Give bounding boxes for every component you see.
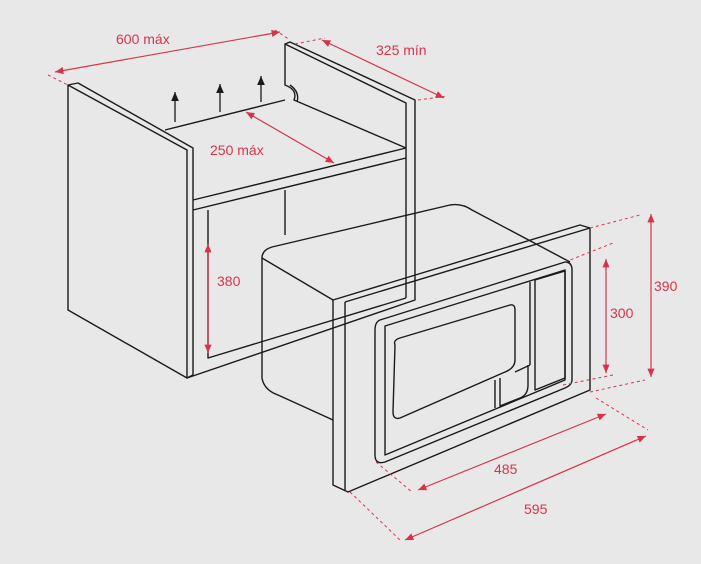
vent-depth-label: 250 máx	[210, 142, 264, 158]
frame-height-label: 390	[654, 278, 678, 294]
body-height-label: 300	[610, 305, 634, 321]
dimension-lines	[47, 29, 655, 541]
opening-height-label: 380	[217, 273, 241, 289]
cabinet-outline	[67, 41, 416, 379]
ventilation-arrows	[171, 76, 265, 122]
microwave-outline	[261, 203, 591, 493]
cabinet-width-label: 600 máx	[116, 31, 170, 47]
cabinet-depth-label: 325 mín	[376, 42, 427, 58]
body-width-label: 485	[494, 461, 518, 477]
frame-width-label: 595	[524, 501, 548, 517]
